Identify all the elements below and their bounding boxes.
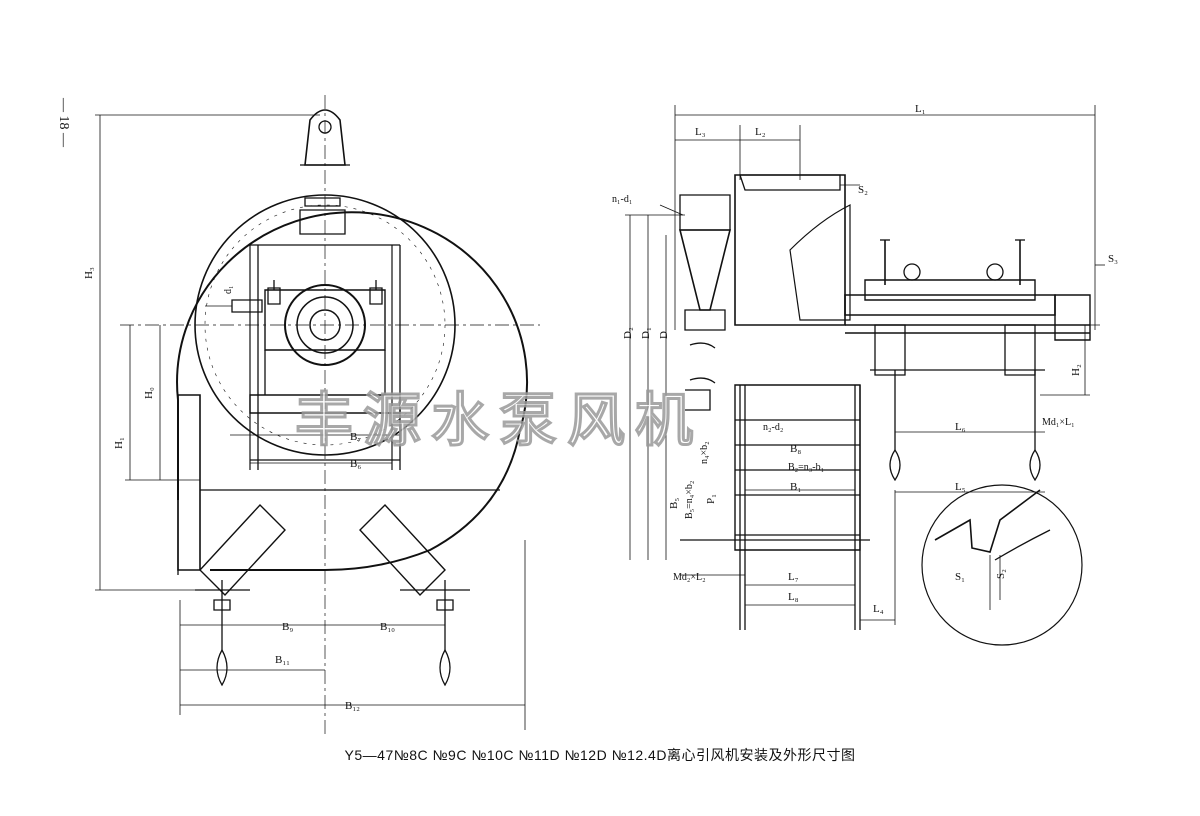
left-view-labels: H₃ H₀ H₁ d₁ B₇ B₆ B₉ B₁₀ B₁₁ B₁₂ xyxy=(83,267,395,712)
dim-s1: S₁ xyxy=(955,571,965,583)
dim-b12: B₁₂ xyxy=(345,700,360,712)
dim-h0: H₀ xyxy=(143,387,155,399)
dim-md2l2: Md₂×L₂ xyxy=(673,572,706,583)
left-view-dimensions xyxy=(95,115,525,730)
dim-d: D xyxy=(658,331,670,339)
dim-l2: L₂ xyxy=(755,126,766,138)
right-view-labels: L₁ L₃ L₂ S₂ S₃ n₁-d₁ D₂ D₁ D H₂ Md₁×L₁ L… xyxy=(612,103,1118,615)
dim-l3: L₃ xyxy=(695,126,706,138)
dim-b7: B₇ xyxy=(350,431,361,443)
dim-b5eq: B₅=n₄×b₂ xyxy=(684,481,695,519)
dim-b10: B₁₀ xyxy=(380,621,395,633)
watermark: 丰源水泵风机 xyxy=(295,386,703,454)
dim-h2: H₂ xyxy=(1070,364,1082,376)
left-view-front-elevation xyxy=(120,95,540,735)
dim-l7: L₇ xyxy=(788,571,799,583)
dim-h3: H₃ xyxy=(83,267,95,279)
right-view-dimensions xyxy=(625,205,1105,625)
dim-n2d2: n₂-d₂ xyxy=(763,422,783,433)
dim-b1: B₁ xyxy=(790,481,801,493)
dim-b2eq: B₂=n₃-b₁ xyxy=(788,462,824,473)
dim-b11: B₁₁ xyxy=(275,654,290,666)
page-number: — 18 — xyxy=(56,97,71,148)
dim-n1d1: n₁-d₁ xyxy=(612,194,632,205)
dim-md1l1: Md₁×L₁ xyxy=(1042,417,1075,428)
dim-b5: B₅ xyxy=(668,498,680,509)
dim-l6: L₆ xyxy=(955,421,966,433)
right-view-side-elevation xyxy=(675,105,1095,645)
dim-b8: B₈ xyxy=(790,443,801,455)
dim-s3: S₃ xyxy=(1108,253,1118,265)
dim-d1: d₁ xyxy=(223,286,234,295)
dim-l8: L₈ xyxy=(788,591,799,603)
dim-d2: D₂ xyxy=(622,327,634,339)
dim-l1: L₁ xyxy=(915,103,926,115)
dim-nb2: n₄×b₂ xyxy=(699,441,710,464)
dim-l4: L₄ xyxy=(873,603,884,615)
dim-p1: P₁ xyxy=(705,494,717,504)
dim-h1: H₁ xyxy=(113,437,125,449)
dim-s2-detail: S₂ xyxy=(995,569,1007,579)
drawing-caption: Y5—47№8C №9C №10C №11D №12D №12.4D离心引风机安… xyxy=(344,747,856,763)
dim-s2: S₂ xyxy=(858,184,868,196)
dim-d1: D₁ xyxy=(640,327,652,339)
dim-l5: L₅ xyxy=(955,481,966,493)
dim-b6: B₆ xyxy=(350,458,361,470)
dim-b9: B₉ xyxy=(282,621,293,633)
